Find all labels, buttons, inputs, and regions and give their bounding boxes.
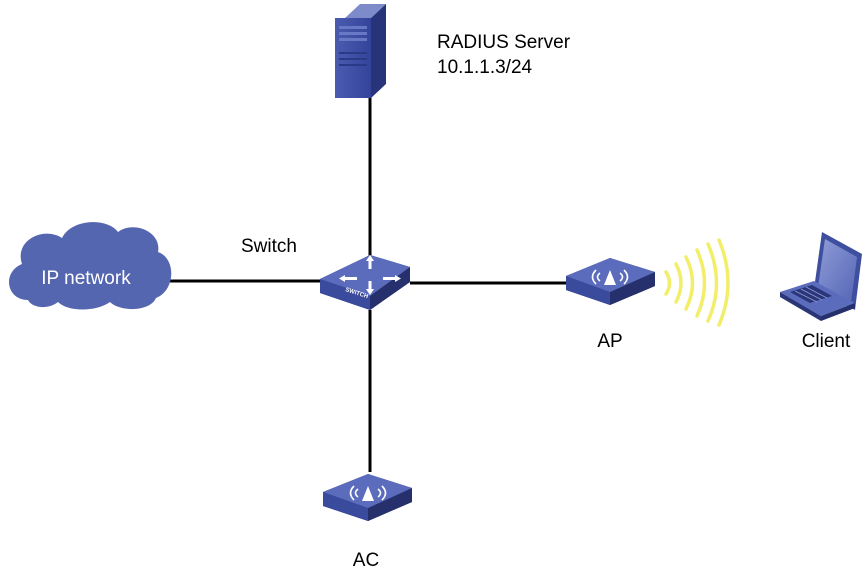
cloud-icon (9, 222, 172, 310)
server-icon (335, 4, 386, 98)
radius-server-name: RADIUS Server (437, 32, 571, 53)
ip-network-label: IP network (41, 268, 131, 289)
links (170, 95, 568, 472)
wireless-signal-icon (664, 238, 730, 327)
radius-server-ip: 10.1.1.3/24 (437, 57, 533, 78)
ac-label: AC (353, 550, 379, 571)
client-label: Client (802, 331, 851, 352)
switch-icon: SWITCH (320, 255, 410, 310)
ap-label: AP (597, 331, 622, 352)
switch-label: Switch (241, 236, 297, 257)
access-point-icon (566, 258, 655, 305)
laptop-icon (780, 232, 862, 321)
access-controller-icon (323, 474, 412, 521)
